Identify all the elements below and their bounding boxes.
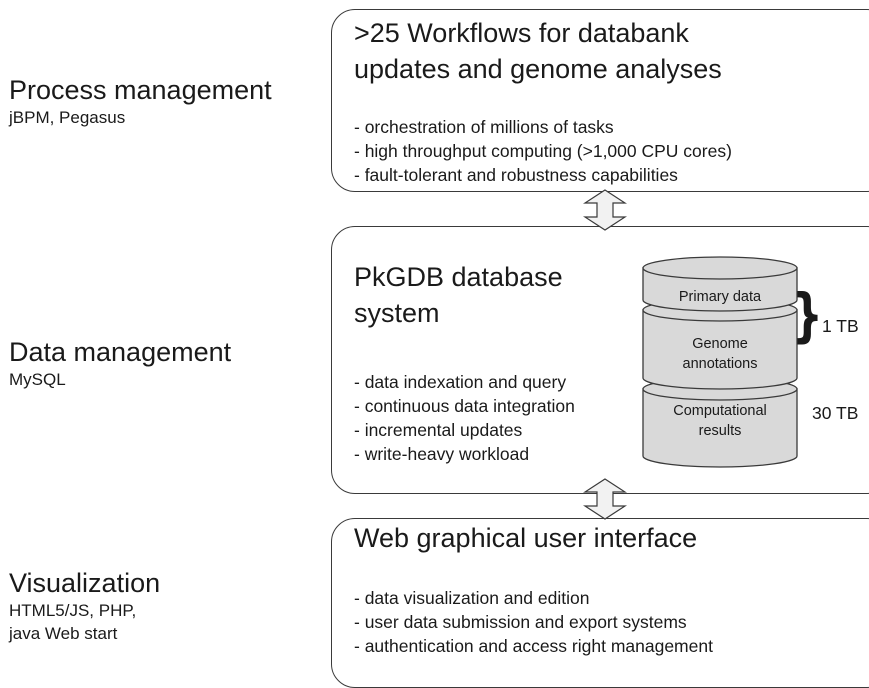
web-gui-bullet: - data visualization and edition: [354, 588, 590, 608]
database-bullet: - data indexation and query: [354, 372, 567, 392]
visualization-tier-tech-line-1: HTML5/JS, PHP,: [9, 601, 137, 620]
web-gui-bullet-list: - data visualization and edition - user …: [354, 586, 713, 658]
data-tier-title: Data management: [9, 337, 232, 367]
database-bullet: - continuous data integration: [354, 396, 575, 416]
visualization-tier-title: Visualization: [9, 568, 161, 598]
web-gui-bullet: - user data submission and export system…: [354, 612, 687, 632]
visualization-tier-tech-line-2: java Web start: [9, 624, 118, 643]
database-title-line-2: system: [354, 298, 440, 328]
database-cylinder-stack: Primary data Genome annotations Computat…: [642, 256, 798, 468]
genome-annotations-label-line-2: annotations: [683, 356, 758, 372]
computational-results-label-line-2: results: [699, 423, 742, 439]
workflows-title-line-2: updates and genome analyses: [354, 54, 722, 84]
web-gui-title: Web graphical user interface: [354, 523, 698, 553]
double-arrow-icon: [583, 478, 627, 520]
data-tier-tech: MySQL: [9, 370, 66, 389]
database-bullet-list: - data indexation and query - continuous…: [354, 370, 575, 466]
size-label-upper: 1 TB: [822, 316, 859, 336]
database-bullet: - incremental updates: [354, 420, 523, 440]
web-gui-bullet: - authentication and access right manage…: [354, 636, 713, 656]
curly-brace-icon: }: [792, 281, 823, 349]
workflows-panel: >25 Workflows for databank updates and g…: [331, 9, 869, 192]
double-arrow-icon: [583, 189, 627, 231]
process-tier-label: Process management jBPM, Pegasus: [9, 75, 272, 129]
computational-results-label-line-1: Computational: [673, 403, 767, 419]
web-gui-panel: Web graphical user interface - data visu…: [331, 518, 869, 688]
workflows-bullet: - fault-tolerant and robustness capabili…: [354, 165, 678, 185]
primary-data-label: Primary data: [679, 289, 762, 305]
data-tier-label: Data management MySQL: [9, 337, 231, 391]
workflows-title-line-1: >25 Workflows for databank: [354, 18, 689, 48]
visualization-tier-label: Visualization HTML5/JS, PHP, java Web st…: [9, 568, 160, 645]
workflows-bullet-list: - orchestration of millions of tasks - h…: [354, 115, 732, 187]
process-tier-title: Process management: [9, 75, 272, 105]
database-bullet: - write-heavy workload: [354, 444, 530, 464]
genome-annotations-label-line-1: Genome: [692, 336, 748, 352]
database-title-line-1: PkGDB database: [354, 262, 563, 292]
primary-data-layer: [642, 256, 798, 312]
workflows-bullet: - high throughput computing (>1,000 CPU …: [354, 141, 732, 161]
size-label-lower: 30 TB: [812, 403, 859, 423]
workflows-bullet: - orchestration of millions of tasks: [354, 117, 614, 137]
process-tier-tech: jBPM, Pegasus: [9, 108, 126, 127]
